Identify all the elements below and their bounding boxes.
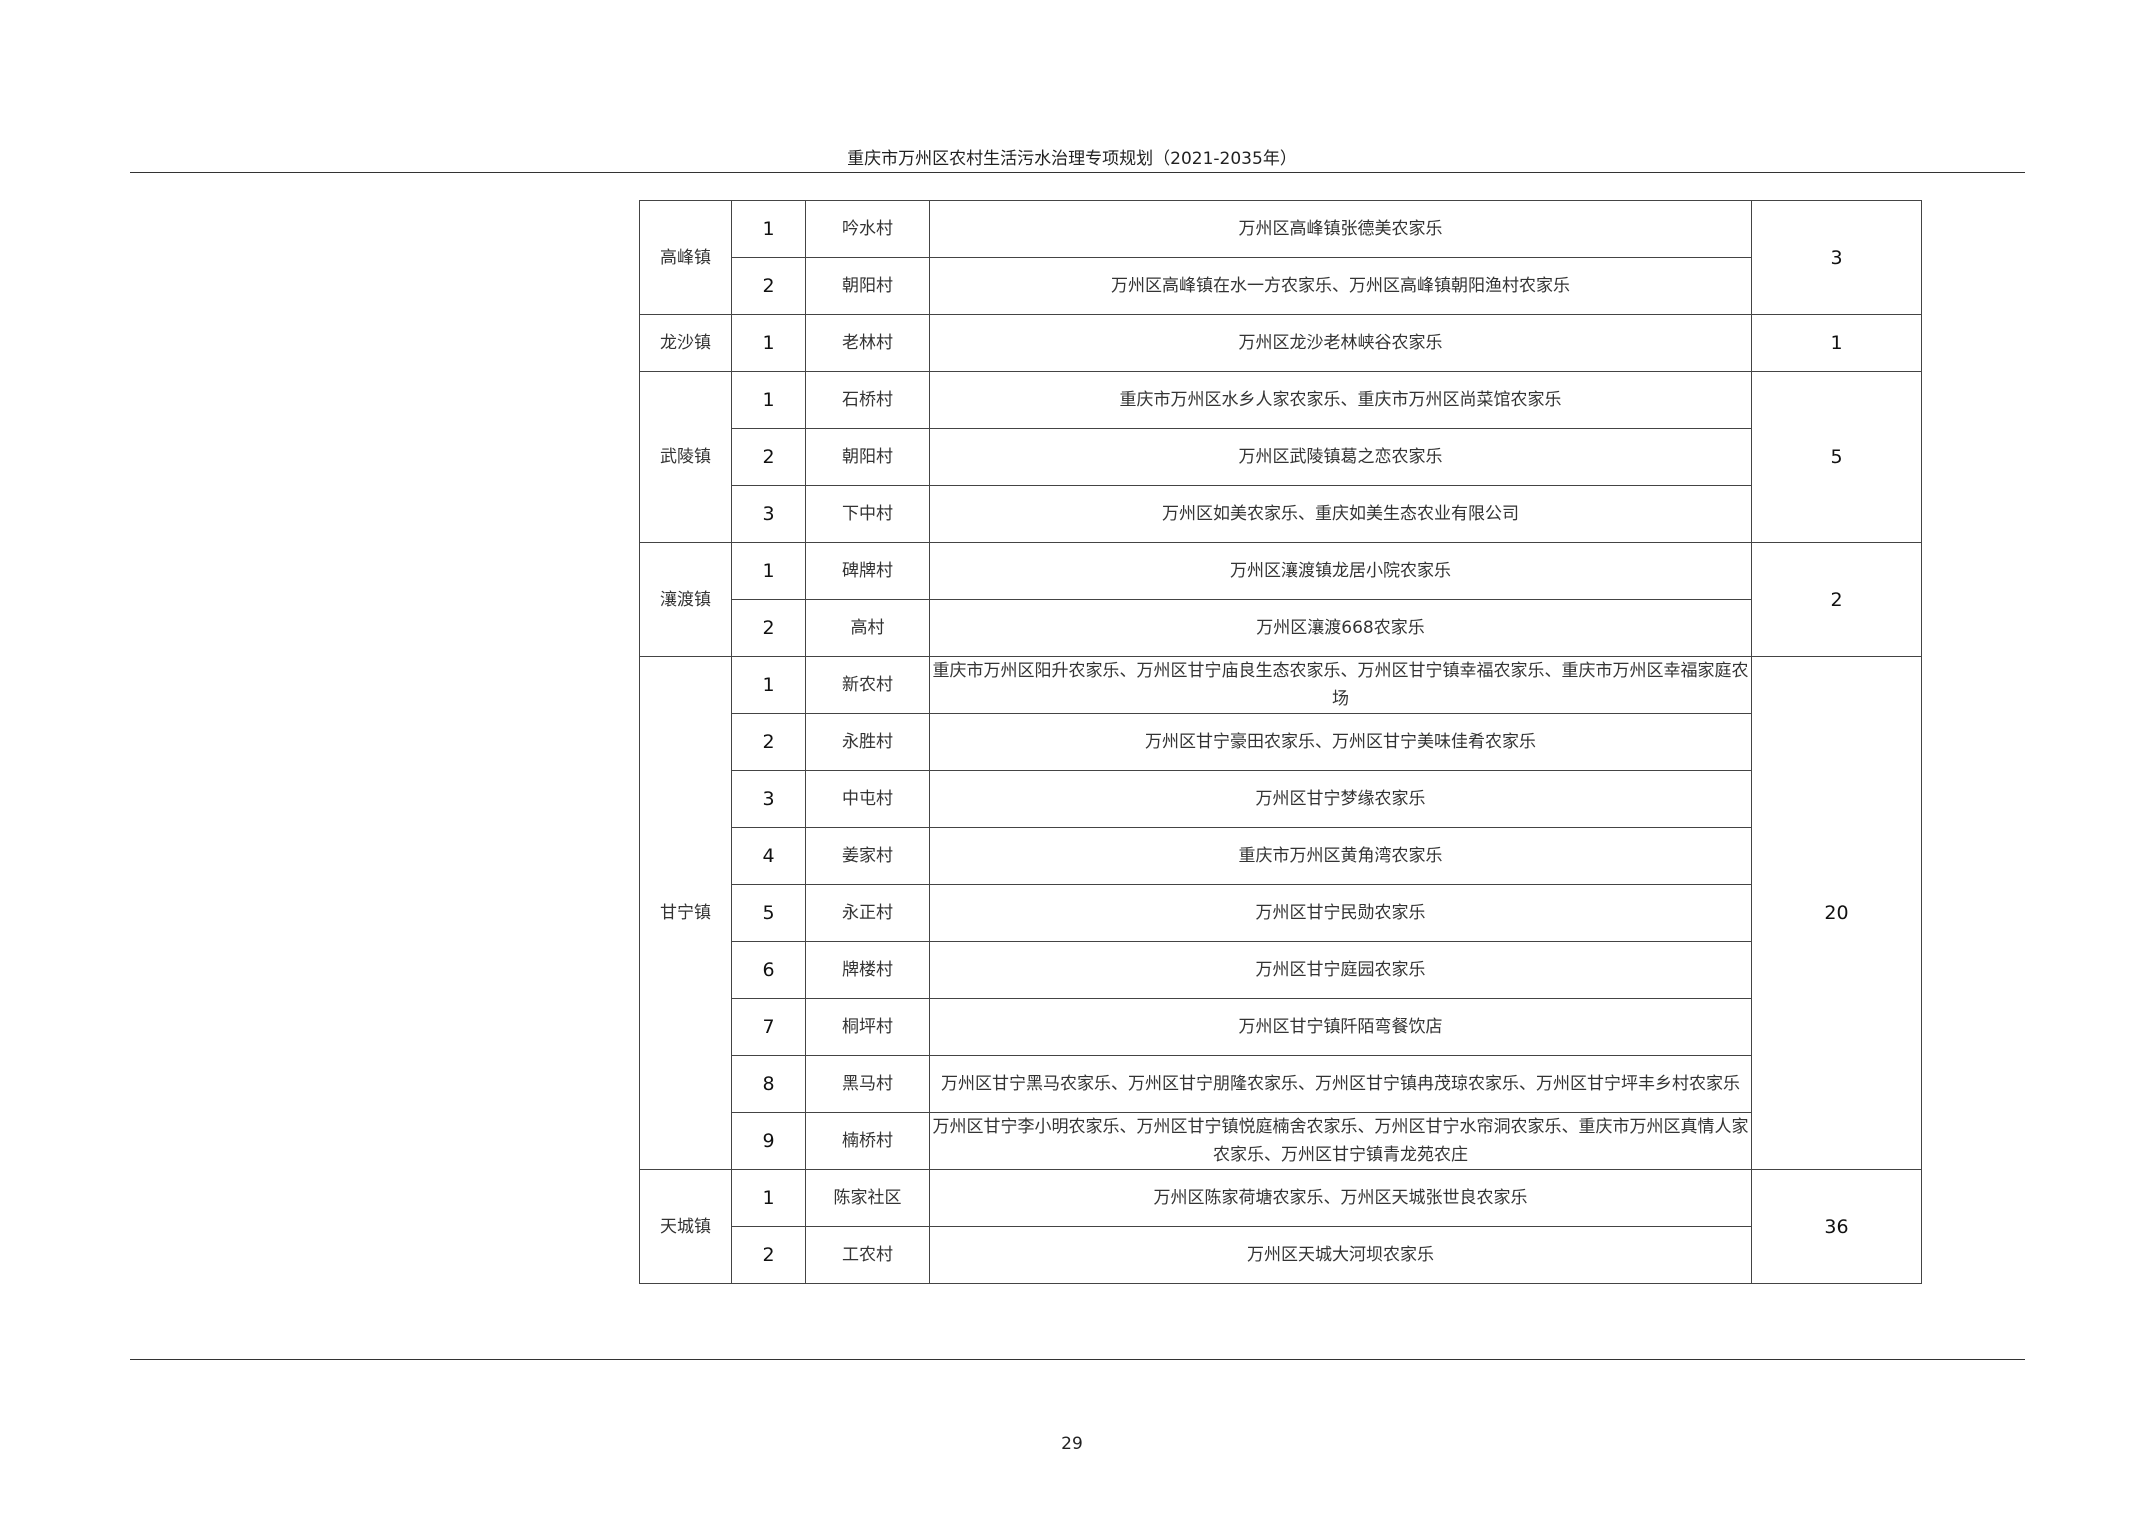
page-number: 29 xyxy=(1061,1434,1083,1454)
row-number-cell: 3 xyxy=(731,770,806,828)
town-total-cell: 3 xyxy=(1751,200,1922,315)
sites-cell: 万州区天城大河坝农家乐 xyxy=(929,1226,1752,1284)
town-cell: 龙沙镇 xyxy=(639,314,732,372)
village-cell: 工农村 xyxy=(805,1226,930,1284)
row-number-cell: 4 xyxy=(731,827,806,885)
sites-cell: 重庆市万州区水乡人家农家乐、重庆市万州区尚菜馆农家乐 xyxy=(929,371,1752,429)
village-cell: 朝阳村 xyxy=(805,257,930,315)
village-cell: 朝阳村 xyxy=(805,428,930,486)
village-cell: 陈家社区 xyxy=(805,1169,930,1227)
row-number-cell: 8 xyxy=(731,1055,806,1113)
village-cell: 新农村 xyxy=(805,656,930,714)
village-cell: 下中村 xyxy=(805,485,930,543)
village-cell: 楠桥村 xyxy=(805,1112,930,1170)
row-number-cell: 2 xyxy=(731,599,806,657)
town-cell: 高峰镇 xyxy=(639,200,732,315)
row-number-cell: 5 xyxy=(731,884,806,942)
village-cell: 老林村 xyxy=(805,314,930,372)
village-cell: 永胜村 xyxy=(805,713,930,771)
row-number-cell: 1 xyxy=(731,200,806,258)
row-number-cell: 1 xyxy=(731,1169,806,1227)
row-number-cell: 2 xyxy=(731,428,806,486)
village-cell: 高村 xyxy=(805,599,930,657)
town-total-cell: 20 xyxy=(1751,656,1922,1170)
row-number-cell: 9 xyxy=(731,1112,806,1170)
row-number-cell: 1 xyxy=(731,542,806,600)
row-number-cell: 6 xyxy=(731,941,806,999)
sites-cell: 万州区如美农家乐、重庆如美生态农业有限公司 xyxy=(929,485,1752,543)
row-number-cell: 2 xyxy=(731,1226,806,1284)
village-cell: 牌楼村 xyxy=(805,941,930,999)
sites-cell: 万州区甘宁民勋农家乐 xyxy=(929,884,1752,942)
row-number-cell: 3 xyxy=(731,485,806,543)
sites-cell: 万州区瀼渡668农家乐 xyxy=(929,599,1752,657)
town-cell: 瀼渡镇 xyxy=(639,542,732,657)
town-total-cell: 36 xyxy=(1751,1169,1922,1284)
town-cell: 天城镇 xyxy=(639,1169,732,1284)
village-cell: 姜家村 xyxy=(805,827,930,885)
row-number-cell: 2 xyxy=(731,713,806,771)
footer-rule xyxy=(130,1359,2025,1360)
sites-cell: 万州区甘宁黑马农家乐、万州区甘宁朋隆农家乐、万州区甘宁镇冉茂琼农家乐、万州区甘宁… xyxy=(929,1055,1752,1113)
sites-cell: 万州区高峰镇在水一方农家乐、万州区高峰镇朝阳渔村农家乐 xyxy=(929,257,1752,315)
town-total-cell: 1 xyxy=(1751,314,1922,372)
village-cell: 碑牌村 xyxy=(805,542,930,600)
village-cell: 石桥村 xyxy=(805,371,930,429)
town-total-cell: 5 xyxy=(1751,371,1922,543)
village-cell: 永正村 xyxy=(805,884,930,942)
sites-cell: 万州区甘宁庭园农家乐 xyxy=(929,941,1752,999)
sites-cell: 万州区高峰镇张德美农家乐 xyxy=(929,200,1752,258)
sites-cell: 万州区武陵镇葛之恋农家乐 xyxy=(929,428,1752,486)
town-cell: 甘宁镇 xyxy=(639,656,732,1170)
header-rule xyxy=(130,172,2025,173)
town-total-cell: 2 xyxy=(1751,542,1922,657)
sites-cell: 万州区甘宁镇阡陌弯餐饮店 xyxy=(929,998,1752,1056)
row-number-cell: 1 xyxy=(731,371,806,429)
village-cell: 桐坪村 xyxy=(805,998,930,1056)
sites-cell: 重庆市万州区阳升农家乐、万州区甘宁庙良生态农家乐、万州区甘宁镇幸福农家乐、重庆市… xyxy=(929,656,1752,714)
row-number-cell: 1 xyxy=(731,656,806,714)
sites-cell: 万州区甘宁豪田农家乐、万州区甘宁美味佳肴农家乐 xyxy=(929,713,1752,771)
sites-cell: 重庆市万州区黄角湾农家乐 xyxy=(929,827,1752,885)
town-cell: 武陵镇 xyxy=(639,371,732,543)
row-number-cell: 7 xyxy=(731,998,806,1056)
village-cell: 中屯村 xyxy=(805,770,930,828)
sites-cell: 万州区甘宁李小明农家乐、万州区甘宁镇悦庭楠舍农家乐、万州区甘宁水帘洞农家乐、重庆… xyxy=(929,1112,1752,1170)
sites-cell: 万州区瀼渡镇龙居小院农家乐 xyxy=(929,542,1752,600)
sites-cell: 万州区龙沙老林峡谷农家乐 xyxy=(929,314,1752,372)
sites-cell: 万州区甘宁梦缘农家乐 xyxy=(929,770,1752,828)
village-cell: 黑马村 xyxy=(805,1055,930,1113)
row-number-cell: 2 xyxy=(731,257,806,315)
row-number-cell: 1 xyxy=(731,314,806,372)
sites-cell: 万州区陈家荷塘农家乐、万州区天城张世良农家乐 xyxy=(929,1169,1752,1227)
village-cell: 吟水村 xyxy=(805,200,930,258)
running-header: 重庆市万州区农村生活污水治理专项规划（2021-2035年） xyxy=(847,149,1297,169)
